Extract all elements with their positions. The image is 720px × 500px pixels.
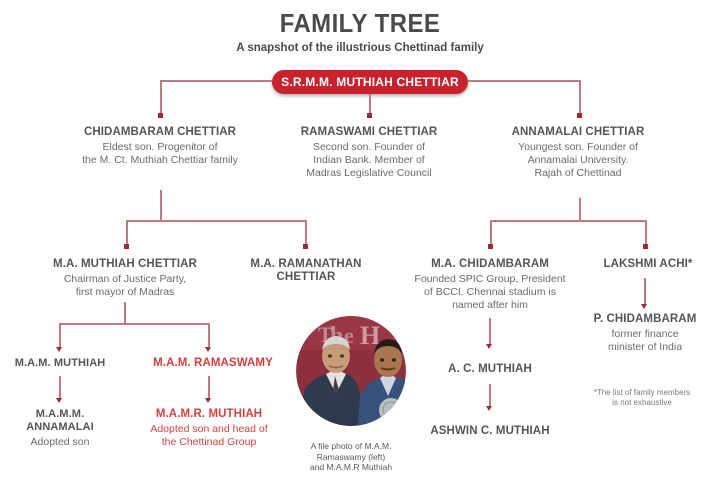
arrow-mamm-annamalai bbox=[56, 398, 62, 403]
dot-ma-muthiah bbox=[124, 244, 129, 249]
arrow-mam-muthiah bbox=[56, 347, 62, 352]
arrow-mamr-muthiah bbox=[205, 398, 211, 403]
node-ac-muthiah: A. C. MUTHIAH bbox=[430, 363, 550, 376]
node-mam-ramaswamy: M.A.M. RAMASWAMY bbox=[143, 357, 283, 370]
connector-chidambaram-down bbox=[160, 190, 162, 221]
connector-drop-chidambaram bbox=[160, 80, 162, 115]
connector-drop-ramaswami bbox=[369, 94, 371, 115]
page-subtitle: A snapshot of the illustrious Chettinad … bbox=[236, 42, 484, 54]
connector-root-right-horizontal bbox=[468, 80, 580, 82]
node-ma-chidambaram: M.A. CHIDAMBARAM Founded SPIC Group, Pre… bbox=[403, 258, 577, 312]
node-description: Adopted son and head of the Chettinad Gr… bbox=[150, 423, 268, 448]
family-photo-image: T h e H bbox=[296, 316, 406, 426]
node-name: M.A. RAMANATHAN CHETTIAR bbox=[250, 258, 362, 283]
connector-ma-muthiah-horizontal bbox=[59, 323, 209, 325]
node-ma-muthiah-chettiar: M.A. MUTHIAH CHETTIAR Chairman of Justic… bbox=[36, 258, 214, 299]
node-description: former finance minister of India bbox=[607, 328, 683, 353]
arrow-ashwin-c-muthiah bbox=[486, 406, 492, 411]
arrow-ac-muthiah bbox=[486, 344, 492, 349]
connector-drop-mam-muthiah bbox=[59, 323, 61, 349]
connector-drop-ma-muthiah bbox=[126, 220, 128, 246]
node-ramaswami-chettiar: RAMASWAMI CHETTIAR Second son. Founder o… bbox=[285, 126, 453, 180]
family-photo: T h e H bbox=[296, 316, 406, 426]
node-name: LAKSHMI ACHI* bbox=[603, 258, 693, 270]
connector-mam-muthiah-down bbox=[59, 376, 61, 400]
arrow-p-chidambaram bbox=[641, 304, 647, 309]
node-annamalai-chettiar: ANNAMALAI CHETTIAR Youngest son. Founder… bbox=[492, 126, 664, 180]
node-lakshmi-achi: LAKSHMI ACHI* bbox=[584, 258, 712, 271]
connector-annamalai-horizontal bbox=[490, 220, 646, 222]
dot-ma-ramanathan bbox=[303, 244, 308, 249]
connector-drop-ma-ramanathan bbox=[305, 220, 307, 246]
connector-drop-ma-chidambaram bbox=[490, 220, 492, 246]
connector-ma-chidambaram-down bbox=[489, 318, 491, 346]
connector-drop-lakshmi-achi bbox=[645, 220, 647, 246]
node-mamr-muthiah: M.A.M.R. MUTHIAH Adopted son and head of… bbox=[133, 408, 285, 449]
connector-drop-mam-ramaswamy bbox=[208, 323, 210, 349]
footnote: *The list of family members is not exhau… bbox=[593, 388, 691, 407]
node-description: Second son. Founder of Indian Bank. Memb… bbox=[306, 141, 432, 179]
svg-text:e: e bbox=[344, 323, 354, 348]
node-description: Youngest son. Founder of Annamalai Unive… bbox=[518, 141, 638, 179]
node-mamm-annamalai: M.A.M.M. ANNAMALAI Adopted son bbox=[4, 408, 116, 449]
connector-ma-muthiah-down bbox=[124, 302, 126, 324]
page-title: FAMILY TREE bbox=[279, 8, 441, 38]
connector-root-left-horizontal bbox=[160, 80, 272, 82]
arrow-mam-ramaswamy bbox=[205, 347, 211, 352]
connector-chidambaram-horizontal bbox=[126, 220, 306, 222]
connector-drop-annamalai bbox=[579, 80, 581, 115]
node-description: Founded SPIC Group, President of BCCI. C… bbox=[414, 273, 566, 311]
connector-lakshmi-achi-down bbox=[644, 278, 646, 306]
node-name: M.A.M. MUTHIAH bbox=[14, 357, 106, 369]
dot-ma-chidambaram bbox=[488, 244, 493, 249]
node-name: M.A. MUTHIAH CHETTIAR bbox=[53, 258, 197, 270]
node-name: A. C. MUTHIAH bbox=[448, 363, 532, 375]
node-mam-muthiah: M.A.M. MUTHIAH bbox=[2, 357, 118, 370]
node-description: Eldest son. Progenitor of the M. Ct. Mut… bbox=[82, 141, 238, 166]
node-name: M.A. CHIDAMBARAM bbox=[431, 258, 549, 270]
node-name: ASHWIN C. MUTHIAH bbox=[430, 425, 550, 437]
node-name: ANNAMALAI CHETTIAR bbox=[511, 126, 645, 138]
node-ma-ramanathan-chettiar: M.A. RAMANATHAN CHETTIAR bbox=[228, 258, 384, 284]
connector-ac-muthiah-down bbox=[489, 384, 491, 408]
photo-caption: A file photo of M.A.M. Ramaswamy (left) … bbox=[309, 441, 393, 472]
node-p-chidambaram: P. CHIDAMBARAM former finance minister o… bbox=[582, 313, 708, 354]
node-ashwin-c-muthiah: ASHWIN C. MUTHIAH bbox=[419, 425, 561, 438]
root-node-srmm-muthiah-chettiar: S.R.M.M. MUTHIAH CHETTIAR bbox=[272, 70, 468, 94]
dot-ramaswami bbox=[367, 113, 372, 118]
node-name: P. CHIDAMBARAM bbox=[593, 313, 697, 325]
node-name: M.A.M. RAMASWAMY bbox=[153, 357, 273, 369]
node-name: M.A.M.R. MUTHIAH bbox=[155, 408, 263, 420]
connector-mam-ramaswamy-down bbox=[208, 376, 210, 400]
dot-chidambaram bbox=[158, 113, 163, 118]
node-name: M.A.M.M. ANNAMALAI bbox=[26, 408, 94, 433]
node-description: Adopted son bbox=[30, 436, 90, 448]
node-description: Chairman of Justice Party, first mayor o… bbox=[63, 273, 187, 298]
node-name: RAMASWAMI CHETTIAR bbox=[300, 126, 438, 138]
dot-annamalai bbox=[577, 113, 582, 118]
connector-annamalai-down bbox=[579, 198, 581, 221]
dot-lakshmi-achi bbox=[643, 244, 648, 249]
svg-text:H: H bbox=[360, 321, 380, 350]
node-name: CHIDAMBARAM CHETTIAR bbox=[83, 126, 237, 138]
node-chidambaram-chettiar: CHIDAMBARAM CHETTIAR Eldest son. Progeni… bbox=[62, 126, 258, 167]
